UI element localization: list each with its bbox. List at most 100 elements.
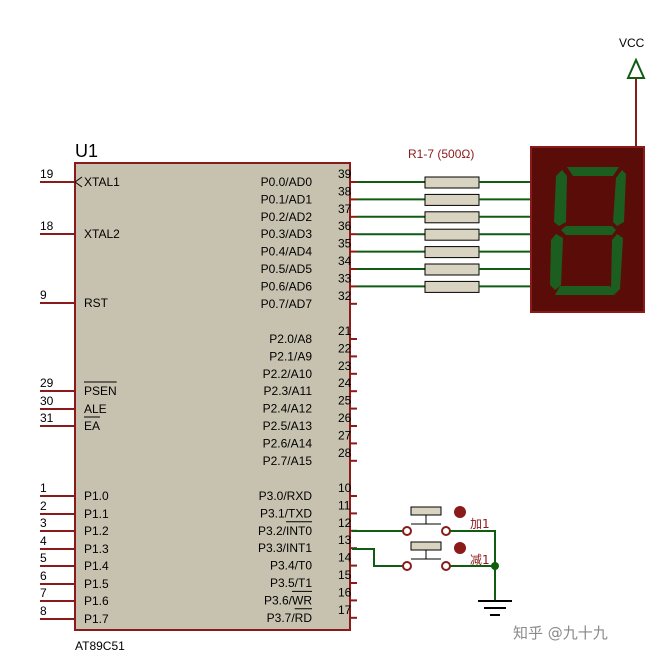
pin-name: ALE xyxy=(84,402,107,416)
pin-name: P1.5 xyxy=(84,577,109,591)
pin-number: 34 xyxy=(338,254,352,268)
segment-d xyxy=(555,286,615,295)
pin-number: 25 xyxy=(338,394,352,408)
segment-b xyxy=(613,170,626,226)
segment-a xyxy=(567,167,619,176)
pin-number: 36 xyxy=(338,219,352,233)
pin-name: P3.2/INT0 xyxy=(258,524,312,538)
pin-number: 12 xyxy=(338,516,352,530)
segment-c xyxy=(611,234,623,294)
pin-name: P3.1/TXD xyxy=(260,506,312,520)
pin-number: 2 xyxy=(40,499,47,513)
button-circuit xyxy=(352,506,512,616)
watermark: 知乎 @九十九 xyxy=(513,624,608,642)
resistor xyxy=(357,211,531,224)
pin-name: P2.0/A8 xyxy=(269,332,312,346)
pin-name: P2.6/A14 xyxy=(263,436,313,450)
pin-number: 39 xyxy=(338,167,352,181)
pin-name: P0.7/AD7 xyxy=(261,297,313,311)
left-pin: 3P1.2 xyxy=(40,516,109,538)
pin-number: 4 xyxy=(40,534,47,548)
left-pin: 4P1.3 xyxy=(40,534,109,556)
pin-name: P1.3 xyxy=(84,542,109,556)
pin-name: P3.5/T1 xyxy=(270,576,312,590)
pin-name: P3.3/INT1 xyxy=(258,541,312,555)
pin-name: P2.4/A12 xyxy=(263,402,313,416)
pin-name: P0.2/AD2 xyxy=(261,210,313,224)
pin-number: 23 xyxy=(338,359,352,373)
pin-number: 9 xyxy=(40,288,47,302)
pin-number: 15 xyxy=(338,568,352,582)
pin-number: 18 xyxy=(40,219,54,233)
pin-number: 1 xyxy=(40,481,47,495)
left-pin: 7P1.6 xyxy=(40,586,109,608)
pin-name: P3.0/RXD xyxy=(259,489,313,503)
pin-number: 3 xyxy=(40,516,47,530)
pin-number: 17 xyxy=(338,603,352,617)
pin-name: P0.5/AD5 xyxy=(261,262,313,276)
pin-number: 7 xyxy=(40,586,47,600)
left-pin: 5P1.4 xyxy=(40,551,109,573)
pin-number: 37 xyxy=(338,202,352,216)
pin-number: 16 xyxy=(338,585,352,599)
pin-name: P0.3/AD3 xyxy=(261,227,313,241)
pin-name: XTAL1 xyxy=(84,175,120,189)
pin-number: 8 xyxy=(40,604,47,618)
button-label-dec: 减1 xyxy=(470,553,490,567)
pin-name: P1.1 xyxy=(84,507,109,521)
pin-number: 35 xyxy=(338,237,352,251)
pin-number: 5 xyxy=(40,551,47,565)
pin-name: P3.7/RD xyxy=(267,611,313,625)
pin-name: PSEN xyxy=(84,384,117,398)
pin-name: P2.2/A10 xyxy=(263,367,313,381)
pin-name: P1.7 xyxy=(84,612,109,626)
pin-name: P1.6 xyxy=(84,594,109,608)
vcc-arrow xyxy=(626,57,646,79)
pin-name: P0.4/AD4 xyxy=(261,245,313,259)
segment-e xyxy=(550,234,563,290)
pin-number: 13 xyxy=(338,533,352,547)
left-pin: 6P1.5 xyxy=(40,569,109,591)
mcu-body xyxy=(74,162,351,631)
pin-name: P3.6/WR xyxy=(264,593,312,607)
pin-name: P1.0 xyxy=(84,489,109,503)
pin-number: 31 xyxy=(40,411,54,425)
left-pin: 8P1.7 xyxy=(40,604,109,626)
pin-name: P2.7/A15 xyxy=(263,454,313,468)
pin-name: P0.1/AD1 xyxy=(261,192,313,206)
pin-number: 21 xyxy=(338,324,352,338)
pin-number: 14 xyxy=(338,551,352,565)
segment-f xyxy=(554,170,567,226)
resistor xyxy=(357,193,531,206)
resistor xyxy=(357,280,531,293)
button-label-inc: 加1 xyxy=(470,517,490,531)
pin-number: 32 xyxy=(338,289,352,303)
pin-number: 33 xyxy=(338,271,352,285)
pin-number: 19 xyxy=(40,167,54,181)
left-pin: 1P1.0 xyxy=(40,481,109,503)
pin-name: RST xyxy=(84,296,109,310)
pin-number: 10 xyxy=(338,481,352,495)
mcu-part: AT89C51 xyxy=(75,639,125,653)
resistor xyxy=(357,176,531,189)
